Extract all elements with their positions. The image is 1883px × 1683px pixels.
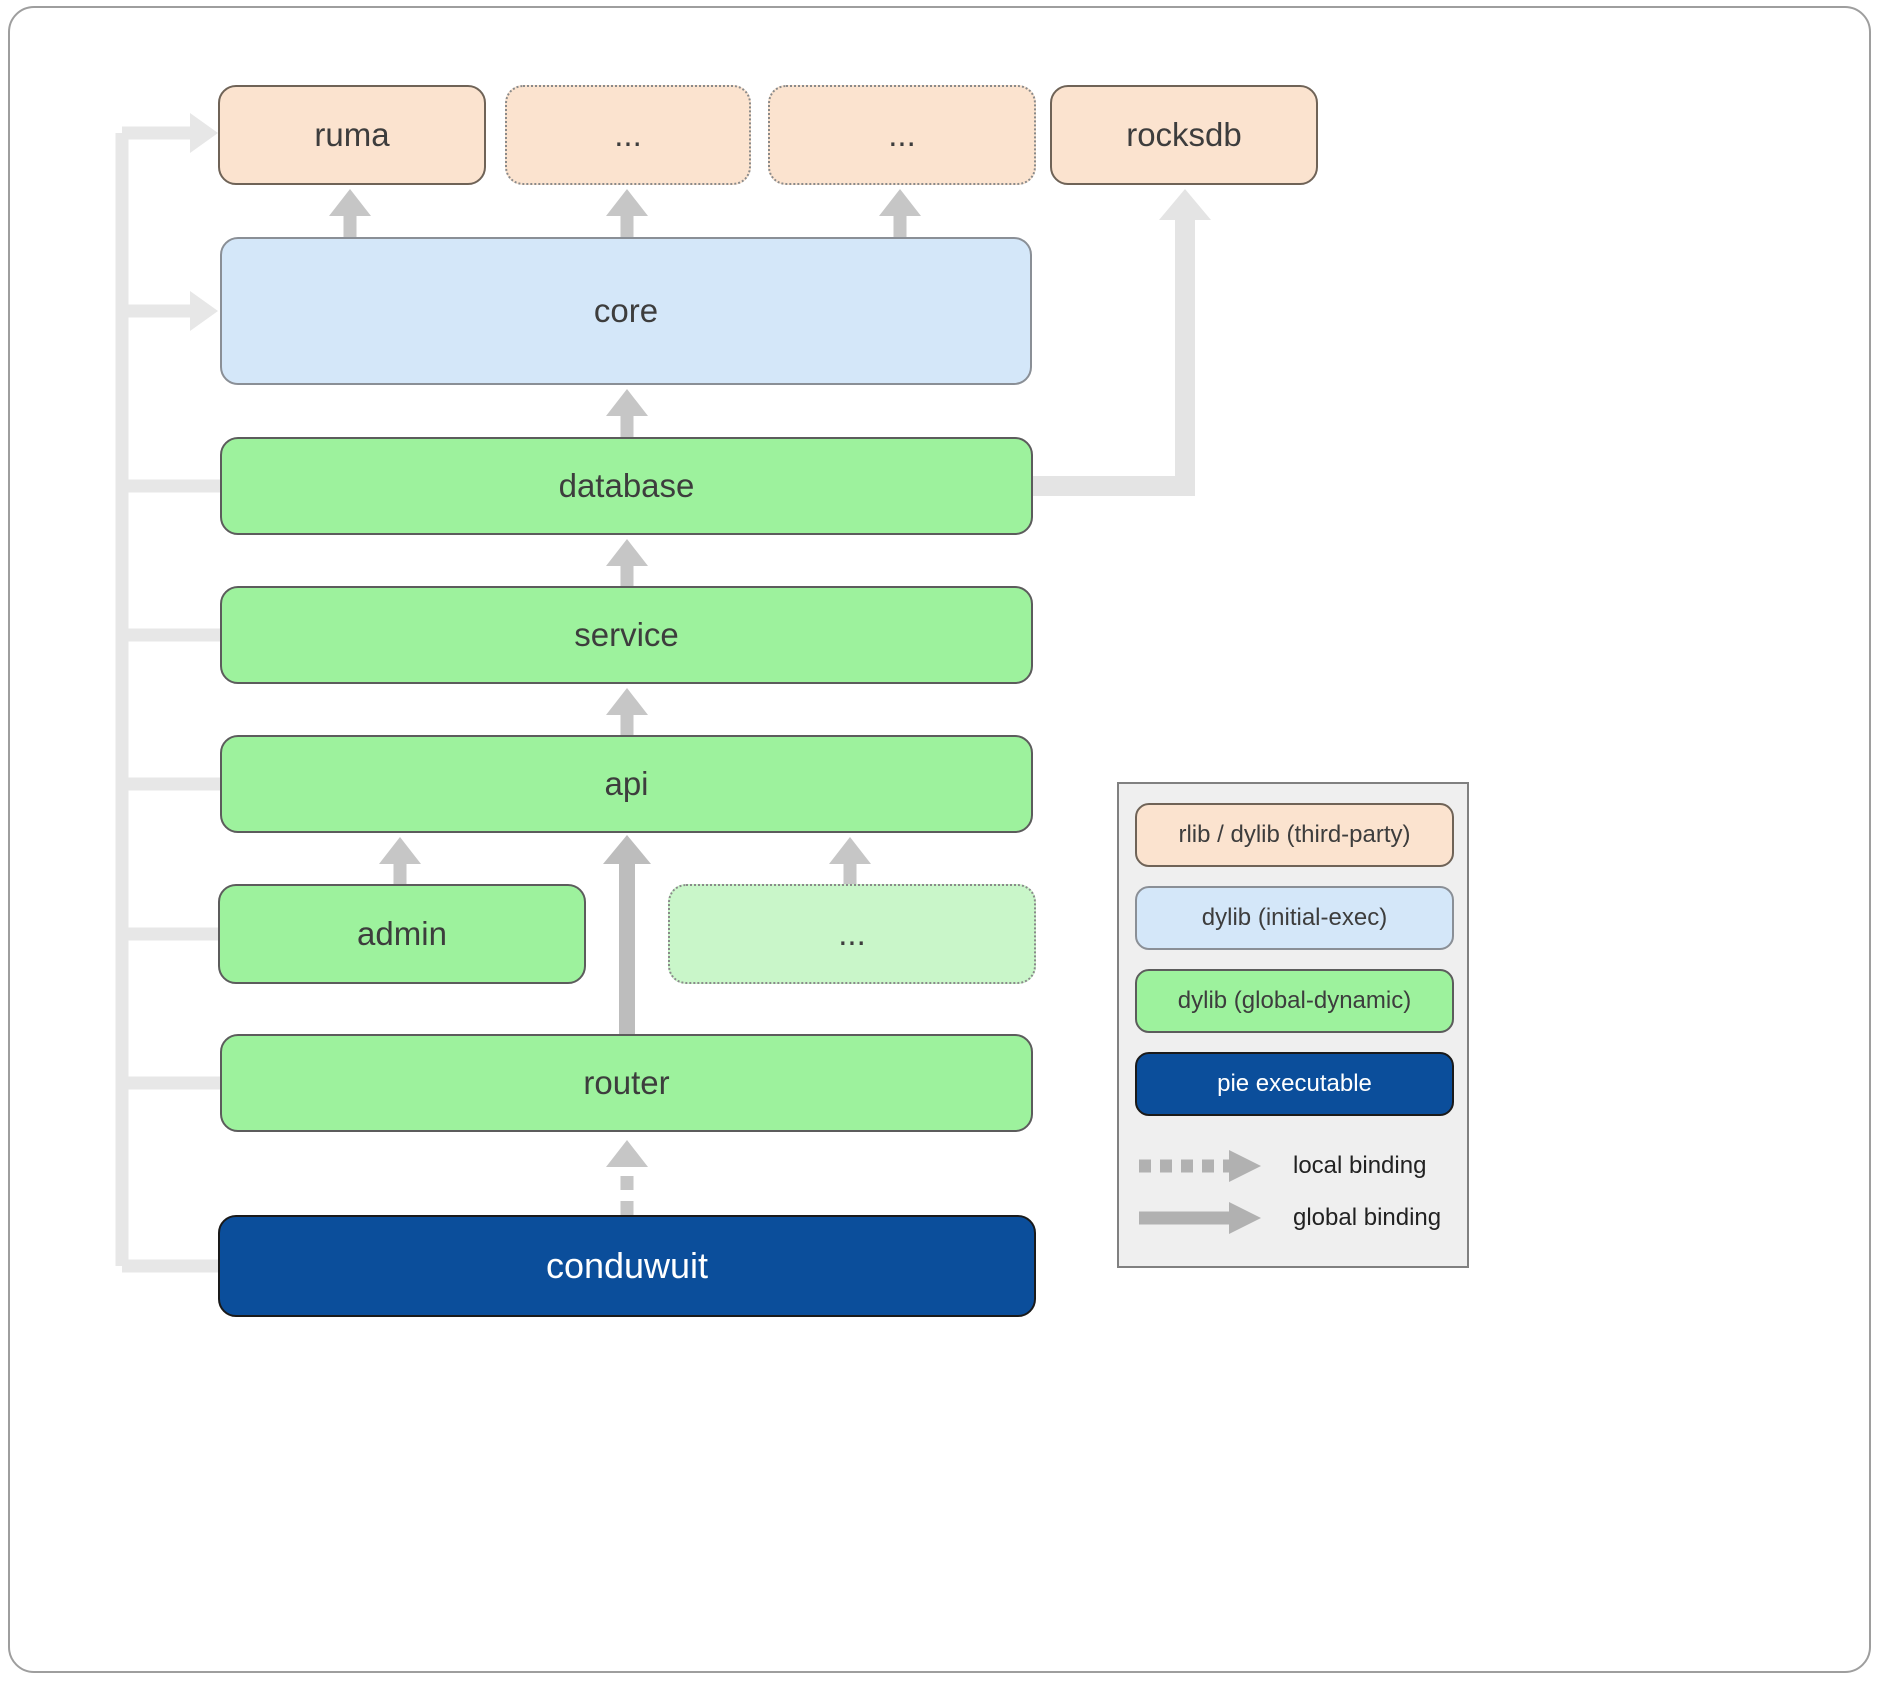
edge-admin-to-api: [379, 837, 421, 884]
edge-core-to-ruma: [329, 189, 371, 237]
node-database-label: database: [558, 467, 695, 504]
legend-item-third-party-label: rlib / dylib (third-party): [1178, 821, 1411, 848]
global-binding-arrow-icon: [1139, 1202, 1261, 1234]
node-database: database: [220, 437, 1033, 535]
node-router: router: [220, 1034, 1033, 1132]
node-ruma-label: ruma: [314, 116, 390, 153]
legend-item-initial-exec-label: dylib (initial-exec): [1201, 904, 1388, 931]
node-rocksdb: rocksdb: [1050, 85, 1318, 185]
node-third-party-ellipsis-2-label: ...: [888, 116, 916, 153]
node-rocksdb-label: rocksdb: [1126, 116, 1242, 153]
node-service: service: [220, 586, 1033, 684]
node-third-party-ellipsis-2: ...: [768, 85, 1036, 185]
node-core: core: [220, 237, 1032, 385]
legend-global-binding: global binding: [1135, 1198, 1455, 1238]
edge-api-to-service: [606, 688, 648, 735]
legend-local-binding-label: local binding: [1293, 1152, 1427, 1179]
edge-database-to-core: [606, 389, 648, 437]
legend-item-global-dynamic: dylib (global-dynamic): [1135, 969, 1454, 1033]
legend-item-pie-executable: pie executable: [1135, 1052, 1454, 1116]
node-api: api: [220, 735, 1033, 833]
node-admin-label: admin: [357, 915, 447, 952]
node-third-party-ellipsis-1: ...: [505, 85, 751, 185]
local-binding-arrow-icon: [1139, 1150, 1261, 1182]
edge-extra-to-api: [829, 837, 871, 884]
edge-core-to-dep1: [606, 189, 648, 237]
node-service-label: service: [574, 616, 679, 653]
legend-local-binding: local binding: [1135, 1146, 1455, 1186]
node-extra-ellipsis-label: ...: [838, 915, 866, 952]
legend: rlib / dylib (third-party) dylib (initia…: [1117, 782, 1469, 1268]
edge-core-to-dep2: [879, 189, 921, 237]
legend-global-binding-label: global binding: [1293, 1204, 1442, 1231]
node-third-party-ellipsis-1-label: ...: [614, 116, 642, 153]
edge-router-to-api: [603, 835, 651, 1034]
legend-item-initial-exec: dylib (initial-exec): [1135, 886, 1454, 950]
edge-conduwuit-to-router: [606, 1140, 648, 1215]
node-admin: admin: [218, 884, 586, 984]
node-ruma: ruma: [218, 85, 486, 185]
node-api-label: api: [604, 765, 649, 802]
node-conduwuit: conduwuit: [218, 1215, 1036, 1317]
node-conduwuit-label: conduwuit: [545, 1245, 709, 1286]
legend-item-third-party: rlib / dylib (third-party): [1135, 803, 1454, 867]
edge-database-to-rocksdb: [1033, 189, 1211, 496]
node-router-label: router: [583, 1064, 670, 1101]
node-core-label: core: [593, 292, 659, 329]
node-extra-ellipsis: ...: [668, 884, 1036, 984]
edge-service-to-database: [606, 539, 648, 586]
edge-routing-trunk: [115, 113, 220, 1273]
legend-item-pie-executable-label: pie executable: [1217, 1070, 1372, 1097]
legend-item-global-dynamic-label: dylib (global-dynamic): [1177, 987, 1412, 1014]
